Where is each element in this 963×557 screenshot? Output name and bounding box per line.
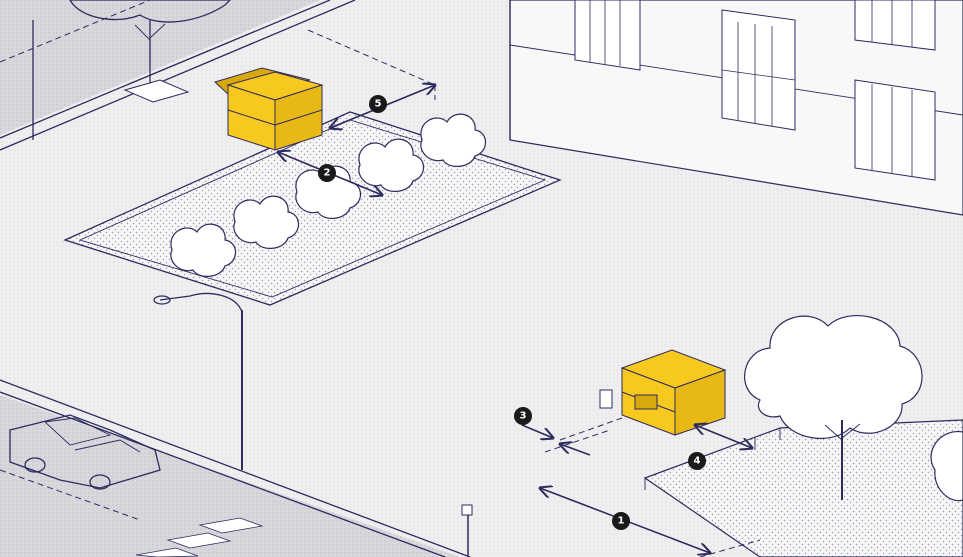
marker-1-label: 1: [618, 516, 625, 527]
marker-3: 3: [514, 407, 532, 425]
marker-1: 1: [612, 512, 630, 530]
marker-5: 5: [369, 95, 387, 113]
marker-4-label: 4: [694, 456, 701, 467]
marker-3-label: 3: [520, 411, 527, 422]
marker-2: 2: [318, 164, 336, 182]
marker-5-label: 5: [375, 99, 382, 110]
marker-4: 4: [688, 452, 706, 470]
marker-2-label: 2: [324, 168, 331, 179]
